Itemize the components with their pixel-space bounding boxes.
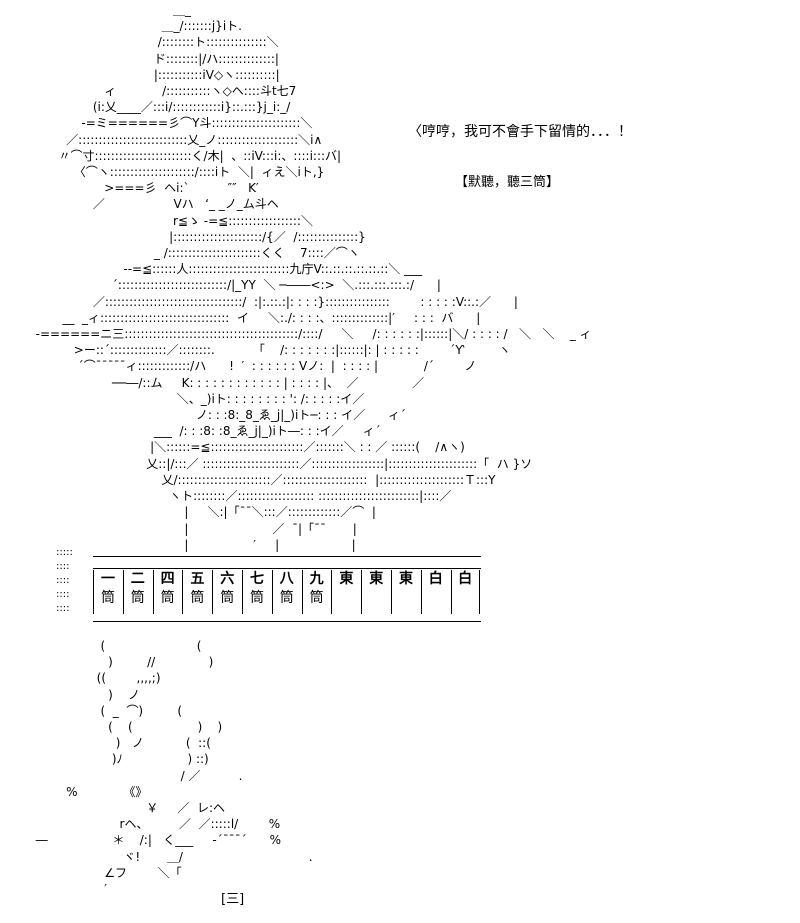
speech-line: 〈哼哼，我可不會手下留情的．．．！ bbox=[408, 124, 632, 140]
tile-rank: 白 bbox=[458, 571, 473, 587]
mahjong-tile: 東 bbox=[331, 570, 360, 614]
mahjong-tile: 東 bbox=[361, 570, 390, 614]
rack-side-mark: :::: bbox=[56, 561, 70, 572]
rack-divider bbox=[93, 568, 481, 569]
caption-label: 【默聽，聽三筒】 bbox=[455, 175, 560, 190]
tile-suit: 筒 bbox=[160, 590, 175, 606]
tile-rank: 六 bbox=[220, 571, 235, 587]
tile-suit: 筒 bbox=[101, 590, 115, 606]
mahjong-tile: 五筒 bbox=[182, 570, 211, 614]
rack-side-marks: ::::::::::::::::::::: bbox=[56, 546, 73, 616]
rack-side-mark: :::: bbox=[56, 575, 70, 586]
tile-suit bbox=[392, 589, 420, 608]
mahjong-tile: 四筒 bbox=[152, 570, 182, 614]
ascii-art-figure: ＿_ ＿_/:::::::j}iト. /::::::::ト:::::::::::… bbox=[35, 3, 592, 552]
mahjong-tile: 東 bbox=[391, 570, 420, 614]
mahjong-tile: 七筒 bbox=[242, 570, 271, 614]
tile-rank: 東 bbox=[339, 571, 354, 587]
tile-suit: 筒 bbox=[250, 590, 264, 606]
tile-suit: 筒 bbox=[309, 590, 324, 606]
tile-rank: 東 bbox=[369, 571, 384, 587]
tile-suit bbox=[332, 589, 360, 608]
tile-rank: 八 bbox=[279, 571, 294, 587]
rack-side-mark: ::::: bbox=[56, 547, 73, 558]
ascii-art-smoke: ( ( ) // ) (( ,,,,;) ) ノ ( _ ⌒) ( ( bbox=[35, 639, 313, 897]
mahjong-tile: 白 bbox=[420, 570, 450, 614]
tile-rank: 東 bbox=[399, 571, 413, 587]
tile-suit: 筒 bbox=[130, 590, 145, 606]
rack-side-mark: :::: bbox=[56, 603, 70, 614]
mahjong-tile: 八筒 bbox=[271, 570, 301, 614]
mahjong-tile: 白 bbox=[450, 570, 480, 614]
tile-rank: 四 bbox=[160, 571, 175, 587]
tile-suit bbox=[452, 589, 479, 608]
tile-suit: 筒 bbox=[190, 590, 205, 606]
tile-rank: 九 bbox=[309, 571, 324, 587]
bracket-tag: [三] bbox=[221, 892, 245, 907]
mahjong-tile: 二筒 bbox=[122, 570, 152, 614]
mahjong-tile: 一筒 bbox=[93, 570, 122, 614]
tile-rank: 七 bbox=[250, 571, 264, 587]
tile-suit bbox=[362, 589, 390, 608]
rack-frame bbox=[93, 556, 481, 622]
tile-rank: 二 bbox=[130, 571, 145, 587]
tile-rank: 一 bbox=[101, 571, 115, 587]
tile-suit: 筒 bbox=[279, 590, 294, 606]
rack-side-mark: :::: bbox=[56, 589, 70, 600]
tile-suit bbox=[422, 589, 450, 608]
tile-rank: 白 bbox=[428, 571, 443, 587]
tile-rank: 五 bbox=[190, 571, 205, 587]
mahjong-tile: 九筒 bbox=[301, 570, 331, 614]
tile-suit: 筒 bbox=[220, 590, 235, 606]
mahjong-tile: 六筒 bbox=[212, 570, 241, 614]
